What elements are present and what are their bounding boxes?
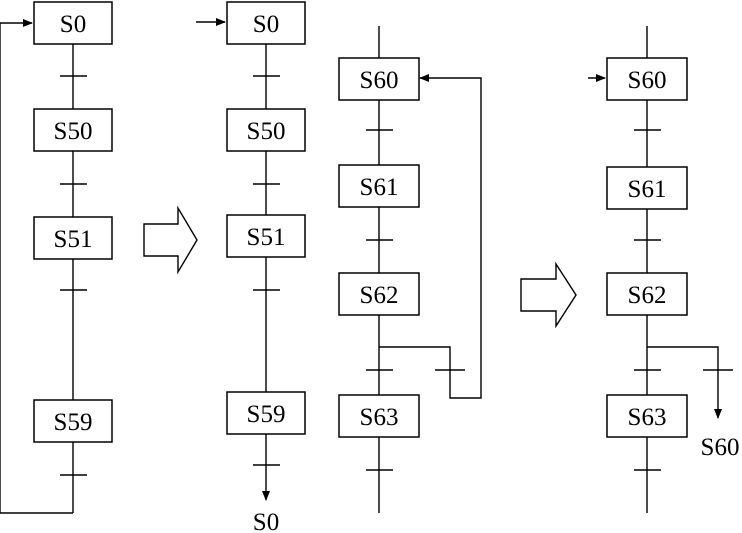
transform-arrow-2 [520, 261, 577, 329]
step-box-c-4: S63 [338, 394, 420, 438]
step-label: S50 [54, 118, 93, 145]
step-box-c-1: S60 [338, 57, 420, 101]
return-arrow-a [0, 19, 73, 514]
step-label: S60 [360, 67, 399, 94]
step-label: S63 [360, 404, 399, 431]
step-box-d-4: S63 [606, 394, 688, 438]
step-label: S59 [247, 401, 286, 428]
step-label: S0 [60, 11, 86, 38]
exit-label-b: S0 [253, 509, 279, 533]
step-box-d-3: S62 [606, 272, 688, 316]
panel-b: S0 S50 S51 S59 S0 [196, 1, 306, 533]
step-box-b-1: S0 [226, 1, 306, 45]
step-box-a-1: S0 [33, 1, 113, 45]
panel-a: S0 S50 S51 S59 [0, 1, 113, 514]
step-box-c-3: S62 [338, 272, 420, 316]
step-box-b-4: S59 [226, 391, 306, 435]
step-label: S62 [360, 282, 399, 309]
loop-branch-c [379, 74, 482, 399]
step-box-b-2: S50 [226, 108, 306, 152]
step-label: S0 [253, 11, 279, 38]
step-label: S61 [360, 174, 399, 201]
step-box-d-1: S60 [606, 57, 688, 101]
panel-c: S60 S61 S62 S63 [338, 26, 482, 513]
step-label: S50 [247, 118, 286, 145]
step-label: S62 [628, 282, 667, 309]
step-box-d-2: S61 [606, 166, 688, 210]
step-box-c-2: S61 [338, 164, 420, 208]
step-label: S59 [54, 409, 93, 436]
step-box-a-3: S51 [33, 216, 113, 260]
step-label: S51 [247, 224, 286, 251]
branch-exit-d [647, 346, 722, 419]
transform-arrow-1 [143, 205, 198, 275]
step-box-b-3: S51 [226, 214, 306, 258]
step-box-a-2: S50 [33, 108, 113, 152]
step-box-a-4: S59 [33, 399, 113, 443]
step-label: S61 [628, 176, 667, 203]
panel-d: S60 S61 S62 S63 S60 [588, 26, 739, 513]
step-label: S51 [54, 226, 93, 253]
step-label: S60 [628, 67, 667, 94]
exit-label-d: S60 [701, 434, 740, 461]
step-label: S63 [628, 404, 667, 431]
